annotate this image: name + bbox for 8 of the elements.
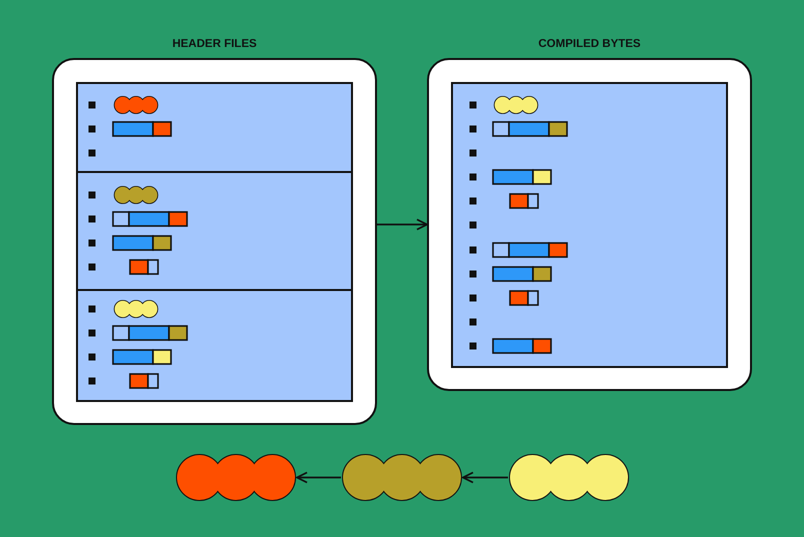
arrow — [462, 472, 508, 484]
card-heading: HEADER FILES — [172, 38, 257, 50]
card-heading: COMPILED BYTES — [538, 38, 641, 50]
bead-chain-shape — [175, 454, 297, 501]
bead-chain-shape — [508, 454, 630, 501]
arrow — [296, 472, 341, 484]
bead-chain-shape — [341, 454, 463, 501]
arrow — [377, 218, 428, 230]
